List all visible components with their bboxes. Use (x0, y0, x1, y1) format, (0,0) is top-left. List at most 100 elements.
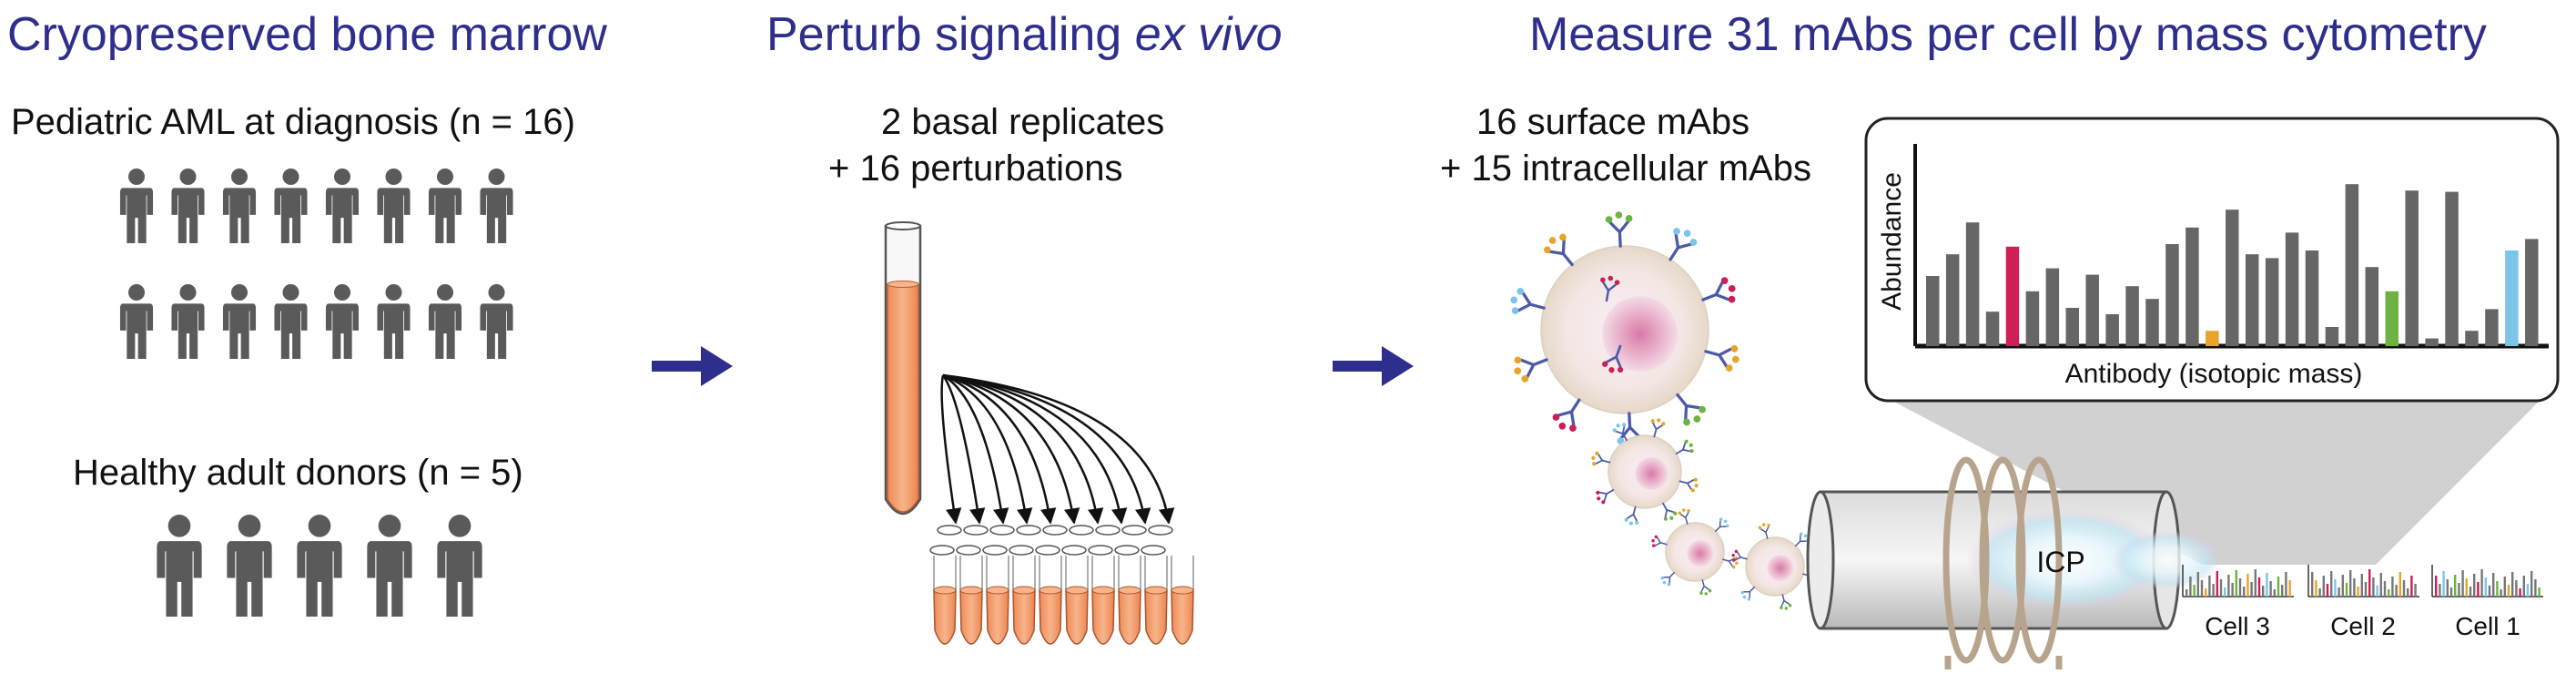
antibody (1780, 594, 1792, 610)
perturbation-arrow (942, 373, 1009, 525)
mini-bar (2219, 579, 2223, 597)
antibody (1602, 344, 1624, 373)
mini-bar (2349, 570, 2352, 597)
person-icon (274, 168, 308, 243)
mini-bar (2526, 584, 2530, 597)
mini-bar (2488, 586, 2491, 597)
person-icon (428, 168, 462, 243)
mini-bar (2357, 587, 2359, 597)
mini-bar (2285, 572, 2287, 597)
perturbation-arrow (942, 373, 1033, 525)
mini-bar (2442, 571, 2445, 597)
mini-bar (2254, 569, 2257, 597)
title-perturb-text: Perturb signaling (766, 8, 1135, 61)
bar (2005, 246, 2020, 346)
perturbation-arrow (942, 373, 1175, 525)
antibody (1544, 233, 1574, 267)
process-arrow-1 (652, 346, 733, 386)
person-icon (227, 515, 272, 617)
bar (2145, 299, 2159, 346)
cell (1607, 434, 1682, 509)
antibody (1600, 275, 1620, 302)
mini-bar (2200, 580, 2204, 597)
perturbation-arrows (940, 373, 1175, 525)
antibody (1591, 451, 1611, 466)
mini-bar (2458, 583, 2460, 597)
person-icon (480, 284, 513, 359)
person-icon (377, 168, 411, 243)
mini-bar (2189, 577, 2192, 597)
well-tube (937, 525, 962, 536)
well-tube (1039, 556, 1062, 645)
mini-bar (2235, 570, 2237, 597)
bar (2465, 331, 2479, 346)
bar (2425, 338, 2439, 346)
title-cryopreserved: Cryopreserved bone marrow (7, 8, 607, 61)
mini-bar (2522, 576, 2525, 597)
well-tube (1114, 545, 1140, 556)
mini-bar (2224, 587, 2226, 597)
person-icon (437, 515, 482, 617)
mini-spectrum (2307, 565, 2419, 597)
well-plate (929, 525, 1194, 645)
mini-bar (2208, 576, 2211, 597)
bar (2325, 327, 2339, 346)
person-icon (428, 284, 462, 359)
mini-bar (2410, 576, 2413, 597)
mini-bar (2273, 589, 2276, 597)
bar (2125, 286, 2139, 346)
process-arrow-2 (1333, 346, 1414, 386)
mini-bar (2465, 578, 2468, 597)
mini-bar (2281, 585, 2284, 597)
basal-label: 2 basal replicates (881, 102, 1165, 142)
bar (2085, 274, 2099, 346)
mini-bar (2246, 574, 2249, 597)
person-icon (377, 284, 411, 359)
bar (1965, 222, 1980, 346)
well-tube (989, 525, 1015, 536)
mini-bar (2262, 586, 2265, 597)
perturbation-arrow (940, 374, 962, 525)
mini-bar (2338, 587, 2340, 597)
mini-bar (2372, 577, 2375, 597)
antibody (1514, 356, 1548, 383)
mini-bar (2399, 572, 2401, 597)
title-perturb-italic: ex vivo (1134, 8, 1283, 61)
well-tube (1016, 525, 1041, 536)
antibody (1704, 345, 1739, 372)
mini-bar (2511, 572, 2514, 597)
bar (2165, 244, 2179, 346)
well-tube (982, 545, 1008, 556)
antibody (1651, 535, 1668, 547)
mini-bar (2186, 589, 2188, 597)
person-icon (119, 168, 154, 243)
intracellular-mabs-label: + 15 intracellular mAbs (1440, 148, 1811, 189)
well-tube (1009, 545, 1034, 556)
bar (2445, 191, 2459, 346)
mini-bar (2477, 582, 2480, 597)
person-icon (171, 284, 205, 359)
well-tube (1091, 556, 1115, 645)
bar (2525, 239, 2539, 346)
mini-bar (2519, 588, 2521, 597)
mini-bar (2227, 575, 2230, 597)
mini-bar (2269, 581, 2272, 597)
mini-bar (2231, 583, 2234, 597)
well-tube (956, 545, 981, 556)
mini-bar (2534, 579, 2537, 597)
well-tube (1095, 525, 1121, 536)
person-icon (119, 284, 154, 359)
well-tube (1061, 545, 1087, 556)
antibody (1624, 506, 1639, 526)
mini-bar (2334, 579, 2337, 597)
bar (2285, 232, 2299, 346)
mini-bar (2402, 580, 2406, 597)
mini-bar (2473, 574, 2476, 597)
antibody (1675, 439, 1694, 454)
mini-bar (2435, 576, 2438, 597)
healthy-label: Healthy adult donors (n = 5) (73, 453, 523, 493)
mini-bar (2315, 580, 2317, 597)
bar (2105, 314, 2119, 346)
